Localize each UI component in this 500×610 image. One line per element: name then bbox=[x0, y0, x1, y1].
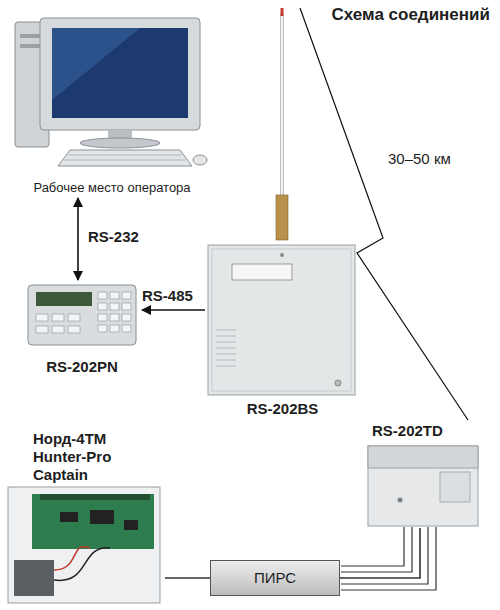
key bbox=[36, 326, 48, 333]
link-line bbox=[165, 577, 210, 579]
base-station-illustration bbox=[208, 8, 355, 395]
monitor-bezel bbox=[40, 18, 200, 130]
transmitter-node: RS-202TD bbox=[360, 420, 482, 528]
keypad-lcd bbox=[36, 292, 92, 306]
key bbox=[122, 303, 131, 310]
key bbox=[98, 325, 107, 332]
chip bbox=[124, 520, 138, 530]
vents bbox=[216, 330, 236, 366]
keypad-illustration bbox=[28, 285, 136, 345]
key bbox=[122, 292, 131, 299]
chip bbox=[60, 512, 78, 522]
node-label: Рабочее место оператора bbox=[33, 180, 190, 196]
monitor-base bbox=[80, 138, 160, 148]
key bbox=[36, 314, 48, 321]
keypad-body bbox=[28, 285, 136, 345]
connector-label: RS-232 bbox=[86, 228, 141, 246]
key bbox=[52, 326, 64, 333]
key-row bbox=[68, 155, 182, 156]
mouse bbox=[193, 155, 207, 165]
transformer bbox=[14, 560, 54, 596]
node-label: Норд-4ТМ Hunter-Pro Captain bbox=[33, 430, 133, 484]
key bbox=[122, 325, 131, 332]
connector-label: 30–50 км bbox=[386, 150, 453, 168]
node-label: RS-202PN bbox=[46, 358, 118, 376]
antenna-base bbox=[276, 195, 288, 240]
connector-arrow bbox=[77, 198, 79, 280]
chip bbox=[90, 510, 114, 524]
transmitter-illustration bbox=[368, 446, 478, 526]
computer-illustration bbox=[15, 18, 207, 166]
link-line bbox=[300, 8, 468, 420]
base-station-node: RS-202BS bbox=[205, 8, 360, 420]
antenna-tip bbox=[281, 8, 284, 16]
base-station-box bbox=[208, 245, 355, 395]
key bbox=[98, 314, 107, 321]
extra-wires bbox=[341, 527, 436, 590]
antenna-whip bbox=[281, 14, 284, 197]
transmitter-led bbox=[398, 498, 403, 503]
pcb bbox=[32, 494, 154, 549]
node-label: RS-202TD bbox=[372, 422, 443, 440]
transmitter-lid bbox=[368, 446, 478, 468]
wire bbox=[341, 527, 428, 584]
connector-label: RS-485 bbox=[140, 287, 195, 305]
key-row bbox=[64, 160, 186, 161]
screen-shine bbox=[52, 28, 140, 100]
transmitter-body bbox=[368, 446, 478, 526]
wire bbox=[54, 548, 110, 581]
terminal-strip bbox=[40, 494, 150, 500]
wire bbox=[341, 527, 412, 572]
keypad-node: RS-202PN bbox=[22, 280, 142, 378]
key bbox=[110, 314, 119, 321]
connector-arrow bbox=[142, 309, 205, 311]
process-box: ПИРС bbox=[210, 560, 340, 596]
wire bbox=[54, 547, 90, 570]
lock bbox=[335, 380, 341, 386]
panel-node: Норд-4ТМ Hunter-Pro Captain bbox=[5, 428, 165, 606]
transmitter-panel bbox=[440, 472, 470, 502]
key bbox=[110, 303, 119, 310]
wire bbox=[341, 527, 404, 566]
node-label: RS-202BS bbox=[247, 400, 319, 418]
workstation-node: Рабочее место оператора bbox=[12, 15, 212, 198]
box-edge bbox=[212, 249, 351, 391]
keyboard bbox=[58, 150, 192, 166]
key bbox=[52, 314, 64, 321]
keypad-keys bbox=[36, 292, 131, 333]
link-line bbox=[340, 528, 420, 578]
key bbox=[110, 292, 119, 299]
key bbox=[110, 325, 119, 332]
diagram-title: Схема соединений bbox=[332, 5, 491, 25]
sticker bbox=[232, 264, 292, 280]
panel-enclosure bbox=[8, 487, 160, 603]
key bbox=[98, 292, 107, 299]
wire bbox=[341, 527, 436, 590]
screw bbox=[280, 253, 284, 257]
monitor-screen bbox=[52, 28, 188, 118]
key bbox=[68, 326, 80, 333]
panel-illustration bbox=[8, 487, 160, 603]
key bbox=[98, 303, 107, 310]
key bbox=[122, 314, 131, 321]
key bbox=[68, 314, 80, 321]
node-label: ПИРС bbox=[254, 569, 296, 587]
